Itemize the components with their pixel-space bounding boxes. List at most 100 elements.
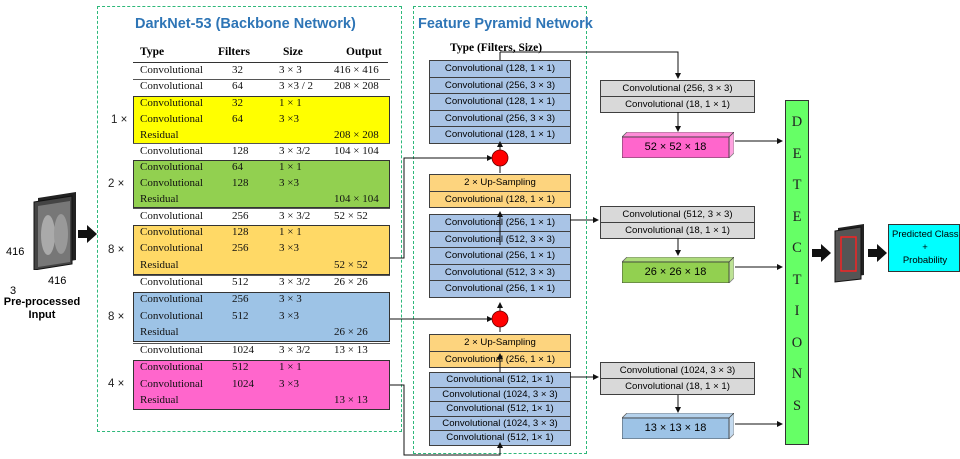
prediction-label-line3: Probability	[902, 255, 948, 266]
backbone-row-18-size: 3 × 3/2	[279, 344, 311, 356]
backbone-row-20-size: 3 ×3	[279, 378, 299, 390]
backbone-divider	[133, 275, 390, 276]
backbone-row-12-filters: 256	[232, 242, 249, 254]
backbone-row-4-size: 3 ×3	[279, 113, 299, 125]
backbone-block-4	[133, 292, 390, 342]
backbone-row-15-filters: 256	[232, 293, 249, 305]
backbone-row-14-size: 3 × 3/2	[279, 276, 311, 288]
backbone-row-7-size: 1 × 1	[279, 161, 302, 173]
detections-letter-9: N	[791, 366, 803, 382]
backbone-row-16-filters: 512	[232, 310, 249, 322]
backbone-row-11-type: Convolutional	[140, 226, 203, 238]
backbone-row-12-type: Convolutional	[140, 242, 203, 254]
backbone-row-1-filters: 32	[232, 64, 243, 76]
input-xray-image	[30, 190, 80, 271]
backbone-row-16-size: 3 ×3	[279, 310, 299, 322]
backbone-row-6-output: 104 × 104	[334, 145, 379, 157]
backbone-divider	[133, 208, 390, 209]
concat-node-2	[491, 310, 509, 328]
detected-xray-icon	[834, 224, 864, 283]
backbone-row-2-size: 3 ×3 / 2	[279, 80, 314, 92]
head-2-output-label: 26 × 26 × 18	[644, 266, 707, 278]
backbone-row-2-output: 208 × 208	[334, 80, 379, 92]
backbone-row-15-type: Convolutional	[140, 293, 203, 305]
backbone-row-1-size: 3 × 3	[279, 64, 302, 76]
backbone-divider	[133, 79, 390, 80]
backbone-row-4-filters: 64	[232, 113, 243, 125]
backbone-divider	[133, 343, 390, 344]
backbone-row-18-filters: 1024	[232, 344, 254, 356]
detections-letter-6: T	[792, 271, 802, 288]
backbone-row-13-output: 52 × 52	[334, 259, 368, 271]
head-3-conv-2: Convolutional (18, 1 × 1)	[600, 378, 755, 395]
detections-to-output-arrow	[812, 244, 831, 262]
xray-stack-icon	[33, 192, 76, 271]
input-width-label: 416	[48, 275, 67, 287]
backbone-header-filters: Filters	[218, 46, 250, 58]
backbone-row-20-filters: 1024	[232, 378, 254, 390]
backbone-title: DarkNet-53 (Backbone Network)	[135, 16, 356, 32]
backbone-block-3	[133, 225, 390, 275]
backbone-header-type: Type	[140, 46, 165, 58]
head-1-feature-map	[621, 131, 735, 159]
backbone-header-rule	[133, 62, 388, 63]
backbone-header-output: Output	[346, 46, 382, 58]
backbone-row-2-filters: 64	[232, 80, 243, 92]
backbone-row-6-size: 3 × 3/2	[279, 145, 311, 157]
backbone-row-15-size: 3 × 3	[279, 293, 302, 305]
backbone-row-18-output: 13 × 13	[334, 344, 368, 356]
backbone-row-4-type: Convolutional	[140, 113, 203, 125]
detections-letter-8: O	[791, 334, 803, 351]
backbone-row-3-filters: 32	[232, 97, 243, 109]
backbone-row-11-filters: 128	[232, 226, 249, 238]
block-2-multiplier: 2 ×	[108, 178, 125, 190]
backbone-row-13-type: Residual	[140, 259, 179, 271]
backbone-row-2-type: Convolutional	[140, 80, 203, 92]
backbone-row-1-output: 416 × 416	[334, 64, 379, 76]
backbone-row-6-filters: 128	[232, 145, 249, 157]
detections-bar	[785, 100, 809, 445]
backbone-row-14-output: 26 × 26	[334, 276, 368, 288]
prediction-label-line1: Predicted Class	[892, 229, 959, 240]
detections-letter-5: C	[792, 240, 802, 256]
backbone-row-16-type: Convolutional	[140, 310, 203, 322]
backbone-row-10-output: 52 × 52	[334, 210, 368, 222]
block-4-multiplier: 8 ×	[108, 311, 125, 323]
block-5-multiplier: 4 ×	[108, 378, 125, 390]
backbone-row-19-filters: 512	[232, 361, 249, 373]
backbone-row-5-output: 208 × 208	[334, 129, 379, 141]
route-13-line	[390, 384, 503, 456]
backbone-row-7-type: Convolutional	[140, 161, 203, 173]
backbone-block-2	[133, 160, 390, 208]
backbone-row-9-output: 104 × 104	[334, 193, 379, 205]
backbone-row-7-filters: 64	[232, 161, 243, 173]
backbone-row-19-type: Convolutional	[140, 361, 203, 373]
backbone-row-20-type: Convolutional	[140, 378, 203, 390]
backbone-panel	[97, 6, 402, 432]
block-3-multiplier: 8 ×	[108, 244, 125, 256]
backbone-row-8-type: Convolutional	[140, 177, 203, 189]
backbone-row-11-size: 1 × 1	[279, 226, 302, 238]
backbone-row-3-size: 1 × 1	[279, 97, 302, 109]
backbone-row-5-type: Residual	[140, 129, 179, 141]
input-label-line2: Input	[28, 309, 56, 321]
image-to-prediction-arrow	[868, 244, 887, 262]
backbone-row-8-filters: 128	[232, 177, 249, 189]
detections-letter-7: I	[794, 303, 800, 319]
backbone-row-3-type: Convolutional	[140, 97, 203, 109]
backbone-row-19-size: 1 × 1	[279, 361, 302, 373]
detections-letter-3: T	[792, 177, 802, 193]
backbone-divider	[133, 143, 390, 144]
backbone-row-6-type: Convolutional	[140, 145, 203, 157]
detections-letter-4: E	[792, 208, 802, 225]
backbone-row-21-output: 13 × 13	[334, 394, 368, 406]
detections-letter-10: S	[792, 397, 802, 414]
fpn-upsample1-layer-2: Convolutional (128, 1 × 1)	[429, 190, 571, 208]
detections-letter-2: E	[792, 145, 802, 162]
backbone-row-21-type: Residual	[140, 394, 179, 406]
fpn-title: Feature Pyramid Network	[418, 16, 593, 32]
input-channels-label: 3	[10, 285, 17, 297]
fpn-subheader: Type (Filters, Size)	[450, 42, 543, 54]
backbone-row-14-type: Convolutional	[140, 276, 203, 288]
